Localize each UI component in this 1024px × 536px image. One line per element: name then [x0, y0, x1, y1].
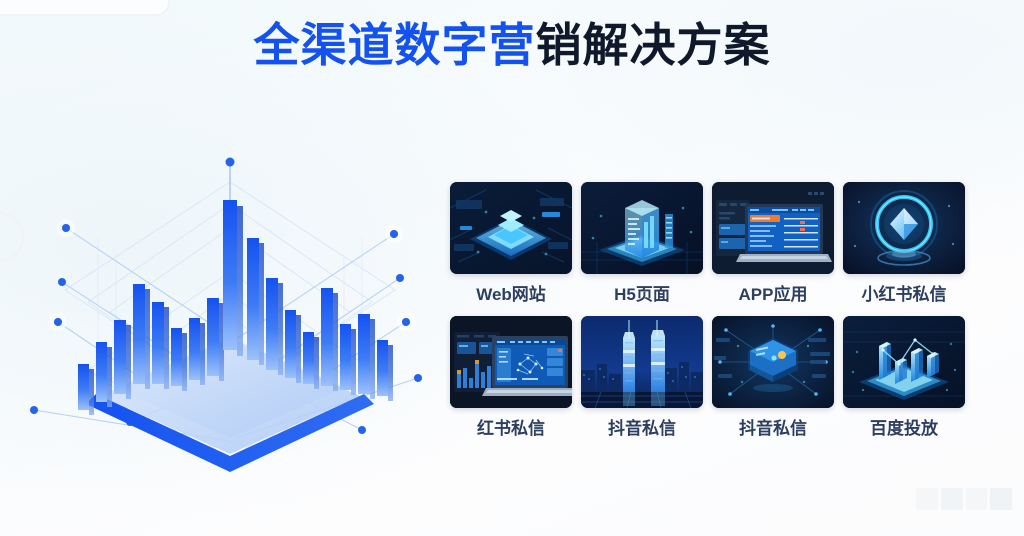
channel-card[interactable]: 百度投放	[843, 316, 965, 441]
page-title: 全渠道数字营销解决方案	[0, 16, 1024, 74]
laptop-analytics-icon[interactable]	[450, 316, 572, 408]
page-title-rest: 销解决方案	[535, 19, 771, 71]
watermark	[916, 488, 1012, 510]
channel-card-label: Web网站	[476, 285, 546, 304]
channel-card[interactable]: 抖音私信	[581, 316, 703, 441]
channel-card[interactable]: 小红书私信	[843, 182, 965, 307]
channel-card-label: 红书私信	[477, 419, 545, 438]
isometric-chart-illustration	[20, 142, 440, 492]
watermark-block	[916, 488, 938, 510]
channel-card-label: 抖音私信	[739, 419, 807, 438]
page-title-highlight: 全渠道数字营	[253, 19, 536, 71]
channel-card[interactable]: 红书私信	[450, 316, 572, 441]
channel-card[interactable]: Web网站	[450, 182, 572, 307]
channel-card-label: H5页面	[614, 285, 670, 304]
watermark-block	[940, 488, 963, 510]
channel-card[interactable]: APP应用	[712, 182, 834, 307]
twin-towers-skyline-icon[interactable]	[581, 316, 703, 408]
channel-card-label: APP应用	[738, 285, 808, 304]
watermark-block	[965, 488, 988, 510]
glowing-3d-bar-chart-icon[interactable]	[843, 316, 965, 408]
glowing-tower-chart-icon[interactable]	[581, 182, 703, 274]
isometric-screen-network-icon[interactable]	[712, 316, 834, 408]
isometric-stacked-chip-icon[interactable]	[450, 182, 572, 274]
laptop-dashboard-icon[interactable]	[712, 182, 834, 274]
channel-card-label: 抖音私信	[608, 419, 676, 438]
channel-card-label: 百度投放	[870, 419, 938, 438]
channel-card-label: 小红书私信	[861, 285, 947, 304]
glowing-ring-diamond-icon[interactable]	[843, 182, 965, 274]
watermark-block	[990, 488, 1012, 510]
channel-card-grid: Web网站	[450, 182, 965, 441]
decorative-card-edge	[0, 0, 170, 16]
channel-card[interactable]: 抖音私信	[712, 316, 834, 441]
channel-card[interactable]: H5页面	[581, 182, 703, 307]
